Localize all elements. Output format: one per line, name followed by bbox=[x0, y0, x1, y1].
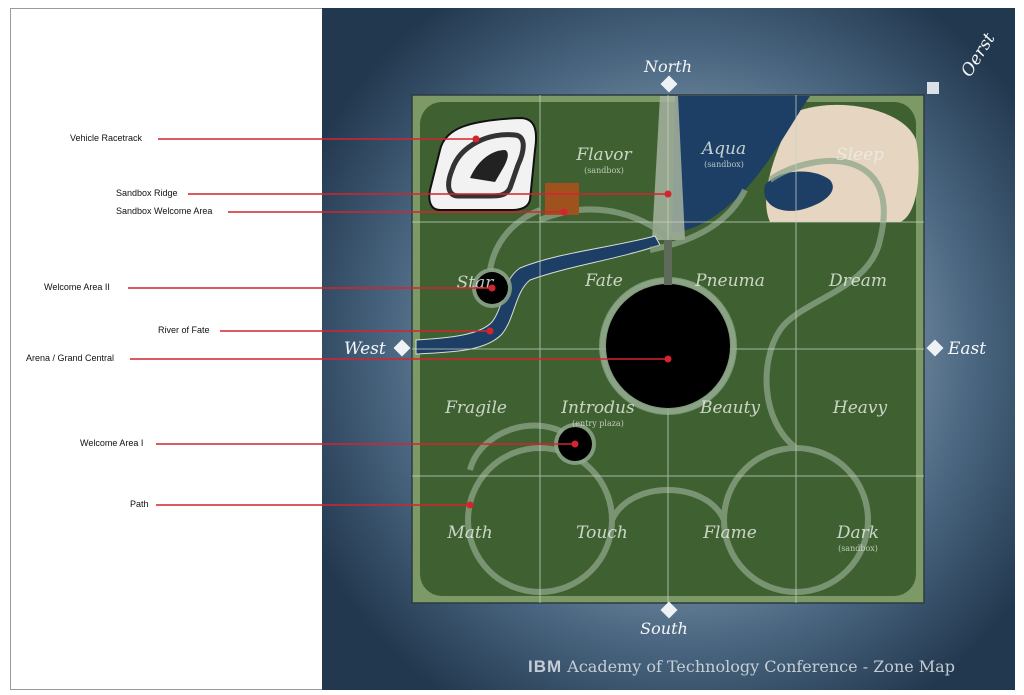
red-dot-icon bbox=[560, 208, 568, 216]
callout-river-of-fate: River of Fate bbox=[158, 325, 210, 335]
sleep-lagoon bbox=[764, 171, 833, 211]
zone-sublabel-dark: (sandbox) bbox=[838, 544, 878, 553]
aqua-lake bbox=[672, 96, 810, 232]
red-dot-icon bbox=[486, 327, 494, 335]
red-dot-icon bbox=[571, 440, 579, 448]
zone-label-fate: Fate bbox=[584, 271, 623, 291]
diamond-icon bbox=[926, 339, 944, 357]
footer-title: IBM Academy of Technology Conference - Z… bbox=[528, 657, 1008, 683]
callout-path: Path bbox=[130, 499, 149, 509]
zone-label-touch: Touch bbox=[576, 523, 628, 543]
footer-text: Academy of Technology Conference - Zone … bbox=[567, 657, 955, 676]
red-dot-icon bbox=[466, 501, 474, 509]
red-dot-icon bbox=[472, 135, 480, 143]
callout-vehicle-racetrack: Vehicle Racetrack bbox=[70, 133, 143, 143]
arena bbox=[606, 284, 730, 408]
zone-label-heavy: Heavy bbox=[832, 398, 888, 418]
square-marker-icon bbox=[927, 82, 939, 94]
arena-bridge bbox=[664, 240, 672, 285]
zone-label-flavor: Flavor bbox=[575, 145, 632, 165]
callout-sandbox-ridge: Sandbox Ridge bbox=[116, 188, 178, 198]
zone-label-sleep: Sleep bbox=[836, 145, 884, 165]
zone-sublabel-introdus: (entry plaza) bbox=[572, 419, 624, 428]
zone-label-math: Math bbox=[446, 523, 492, 543]
zone-label-pneuma: Pneuma bbox=[694, 271, 765, 291]
compass-north: North bbox=[643, 57, 692, 76]
diamond-icon bbox=[660, 75, 678, 93]
compass-oerst: Oerst bbox=[957, 29, 999, 80]
compass-west: West bbox=[344, 339, 386, 359]
zone-sublabel-aqua: (sandbox) bbox=[704, 160, 744, 169]
callout-lines bbox=[128, 135, 672, 509]
zone-label-fragile: Fragile bbox=[444, 398, 507, 418]
callout-sandbox-welcome-area: Sandbox Welcome Area bbox=[116, 206, 213, 216]
callout-welcome-area-i: Welcome Area I bbox=[80, 438, 144, 448]
compass-south: South bbox=[640, 619, 688, 638]
callout-arena-grand-central: Arena / Grand Central bbox=[26, 353, 115, 363]
ibm-logo: IBM bbox=[528, 657, 563, 676]
zone-label-flame: Flame bbox=[702, 523, 757, 543]
zone-sublabel-flavor: (sandbox) bbox=[584, 166, 624, 175]
red-dot-icon bbox=[488, 284, 496, 292]
red-dot-icon bbox=[664, 355, 672, 363]
zone-label-dream: Dream bbox=[828, 271, 887, 291]
zone-label-star: Star bbox=[457, 273, 495, 293]
diamond-icon bbox=[393, 339, 411, 357]
callout-welcome-area-ii: Welcome Area II bbox=[44, 282, 110, 292]
red-dot-icon bbox=[664, 190, 672, 198]
diamond-icon bbox=[660, 601, 678, 619]
zone-label-introdus: Introdus bbox=[560, 398, 635, 418]
zone-label-beauty: Beauty bbox=[699, 398, 760, 418]
compass-east: East bbox=[947, 339, 986, 359]
zone-label-dark: Dark bbox=[836, 523, 879, 543]
zone-label-aqua: Aqua bbox=[700, 139, 746, 159]
